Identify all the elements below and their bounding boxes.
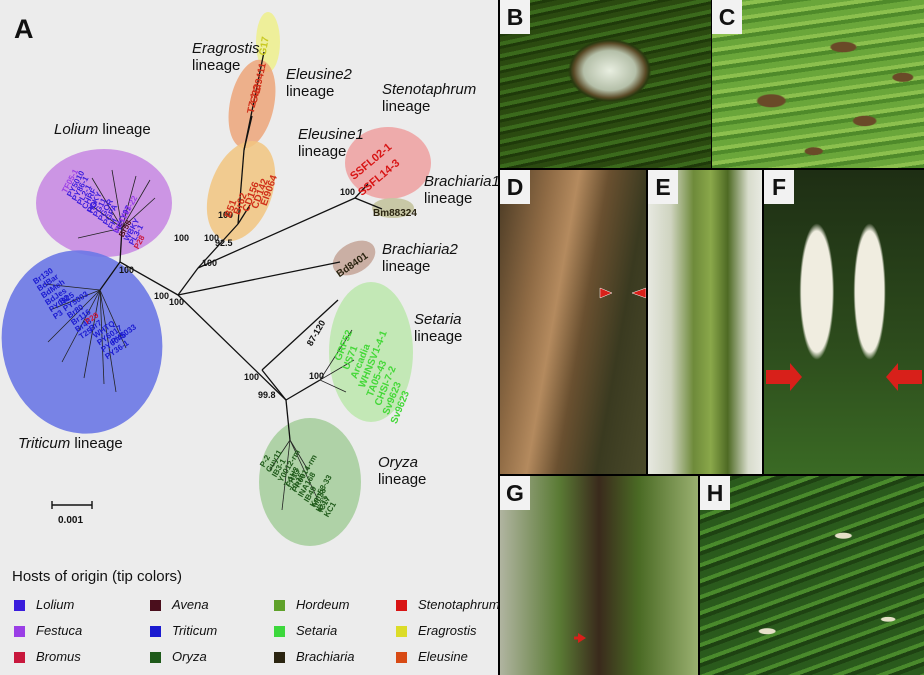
bootstrap-value: 100 [218,210,234,220]
legend-swatch [150,600,161,611]
legend-swatch [274,600,285,611]
legend-swatch [396,652,407,663]
eleusine2-clade [228,59,276,149]
bootstrap-value: 100 [202,258,218,268]
tip-branches [43,169,355,511]
panel-letter-b: B [500,0,530,34]
red-arrows [599,287,646,299]
bootstrap-value: 92.5 [215,238,233,248]
legend-swatch [274,626,285,637]
legend-label: Brachiaria [296,649,355,664]
panel-letter-f: F [764,170,794,204]
legend-swatch [150,626,161,637]
red-arrow [574,633,586,643]
legend-label: Eleusine [418,649,468,664]
panel-letter-g: G [500,476,530,510]
photo-panel-h: H [700,476,924,675]
brachiaria2-clade [332,240,376,276]
bootstrap-value: 100 [174,233,190,243]
stenotaphrum-clade [345,127,431,199]
photo-panel-b: B [500,0,711,168]
bootstrap-value: 100 [119,265,135,275]
bootstrap-value: 100 [340,187,356,197]
legend-swatch [14,626,25,637]
setaria-clade [329,282,413,422]
bootstrap-value: 100 [154,291,170,301]
lineage-label-triticum: Triticum lineage [18,435,123,452]
panel-letter-a: A [14,14,34,44]
tree-graphic [1,12,431,546]
lineage-label-lolium: Lolium lineage [54,121,151,138]
triticum-clade [1,250,163,434]
photo-panel-d: D [500,170,646,474]
lolium-clade [36,149,172,257]
tip-label-brachiaria1: Bm88324 [373,208,417,219]
legend-swatch [14,652,25,663]
bootstrap-value: 100 [309,371,325,381]
tree-branches [99,51,383,441]
legend-label: Setaria [296,623,338,638]
legend-swatch [396,600,407,611]
legend-label: Triticum [172,623,218,638]
legend-label: Eragrostis [418,623,477,638]
scale-bar-label: 0.001 [58,515,84,526]
red-arrows [766,363,922,391]
photo-panel-g: G [500,476,698,675]
bootstrap-value: 100 [244,372,260,382]
eragrostis-clade [256,12,280,72]
legend-label: Bromus [36,649,81,664]
panel-letter-d: D [500,170,530,204]
legend-swatch [150,652,161,663]
photo-panel-c: C [712,0,924,168]
panel-letter-c: C [712,0,742,34]
legend-label: Stenotaphrum [418,597,500,612]
legend-swatch [396,626,407,637]
photo-panel-e: E [648,170,762,474]
legend-title: Hosts of origin (tip colors) [12,568,183,585]
brachiaria1-clade [372,198,414,218]
phylogenetic-tree-panel: A [0,0,500,675]
panel-letter-e: E [648,170,678,204]
panel-letter-h: H [700,476,730,510]
bootstrap-value: 100 [169,297,185,307]
legend-label: Oryza [172,649,207,664]
legend-label: Hordeum [296,597,350,612]
legend-label: Festuca [36,623,83,638]
bootstrap-value: 99.8 [258,390,276,400]
legend-swatch [14,600,25,611]
legend-label: Lolium [36,597,75,612]
photo-panel-f: F [764,170,924,474]
legend-swatch [274,652,285,663]
legend-label: Avena [172,597,209,612]
bootstrap-value: 100 [204,233,220,243]
